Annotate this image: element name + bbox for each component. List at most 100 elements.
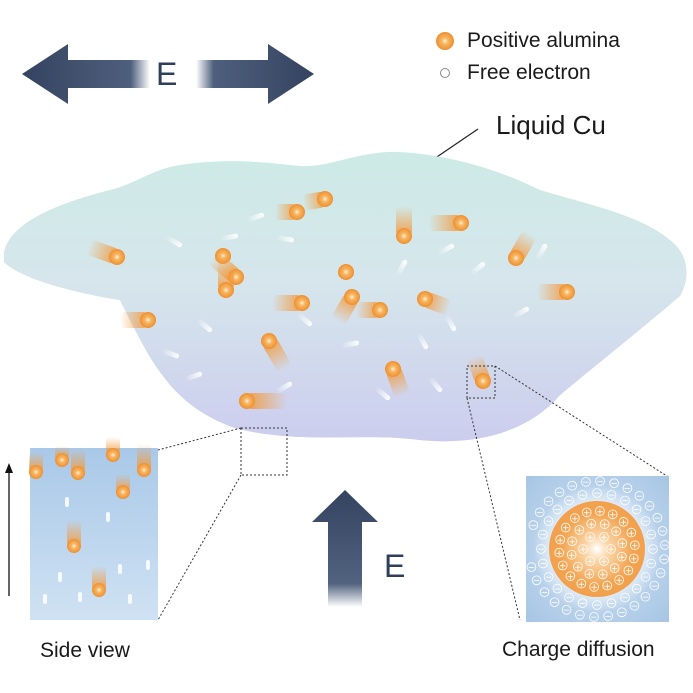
electron-streak [43,594,47,604]
positive-charge: + [626,527,637,539]
svg-text:−: − [647,531,655,541]
positive-charge: + [614,575,624,586]
alumina-particle [429,215,469,231]
negative-charge: − [552,583,563,595]
negative-charge: − [657,526,668,537]
svg-text:−: − [533,576,541,586]
svg-text:+: + [586,557,594,567]
alumina-particle [275,204,305,220]
electron-streak [197,318,213,333]
electron-streak [535,243,548,261]
svg-text:−: − [537,545,545,555]
svg-text:−: − [528,563,536,573]
svg-text:−: − [545,497,553,507]
svg-text:−: − [563,606,571,616]
positive-charge: + [570,513,580,524]
svg-text:−: − [633,506,641,516]
positive-charge: + [557,560,568,572]
positive-charge: + [602,580,613,592]
side-view-field-axis [5,463,13,596]
svg-text:−: − [608,491,616,501]
electric-field-up-arrow [312,490,378,607]
svg-text:−: − [545,517,553,527]
alumina-particle [218,262,234,298]
negative-charge: − [629,600,640,612]
alumina-particle [71,449,85,480]
electron-streak [276,235,295,243]
negative-charge: − [609,478,619,489]
central-alumina-particle [549,501,645,597]
positive-charge: + [623,565,634,577]
svg-text:+: + [609,511,617,521]
negative-charge: − [640,572,651,583]
electron-streak [428,377,443,393]
negative-charge: − [646,529,656,541]
positive-charge: + [581,507,592,519]
legend-electron-label: Free electron [467,61,591,84]
legend-electron-icon [440,68,450,78]
electron-streak [106,512,110,522]
svg-text:+: + [568,538,576,548]
negative-charge: − [567,480,577,492]
side-view-particles [29,437,151,604]
svg-text:−: − [633,585,641,595]
positive-charge: + [560,522,571,534]
positive-charge: + [584,569,595,580]
negative-charge: − [652,512,663,524]
svg-text:−: − [554,585,562,595]
svg-text:−: − [590,613,598,623]
positive-charge: + [607,509,618,521]
negative-charge: − [577,490,588,501]
negative-charge: − [631,504,642,516]
positive-charge: + [554,547,564,559]
charge-diffusion-caption: Charge diffusion [502,638,655,661]
svg-text:−: − [631,602,639,612]
zoom-region-side [240,427,288,476]
negative-charge: − [561,605,572,616]
positive-charge: + [565,571,576,582]
side-view-caption: Side view [40,639,130,662]
positive-charge: + [599,556,609,567]
alumina-particle [239,393,287,409]
svg-text:+: + [599,571,607,581]
svg-text:−: − [596,477,604,487]
negative-charge: − [543,496,554,507]
positive-charge: + [630,540,640,551]
positive-charge: + [574,525,585,536]
negative-charge: − [577,598,588,609]
svg-text:−: − [646,502,654,512]
positive-charge: + [618,517,629,528]
svg-text:+: + [620,518,628,528]
field-label-bottom: E [384,548,406,584]
svg-text:−: − [551,598,559,608]
negative-charge: − [543,572,554,583]
svg-text:+: + [578,580,586,590]
alumina-particles [87,191,575,409]
svg-text:−: − [651,582,659,592]
electron-streak [65,497,69,507]
svg-text:+: + [567,572,575,582]
svg-text:−: − [541,588,549,598]
positive-charge: + [611,526,621,538]
positive-charge: + [606,544,616,555]
alumina-particle [508,231,536,266]
svg-text:−: − [530,521,538,531]
svg-text:+: + [627,529,635,539]
alumina-particle [332,289,360,324]
electron-streak [184,371,203,382]
negative-charge: − [659,554,670,565]
side-view-panel [29,437,158,620]
svg-text:+: + [576,526,584,536]
svg-text:+: + [618,553,626,563]
svg-text:+: + [619,539,627,549]
alumina-particle [116,474,130,499]
svg-text:−: − [582,478,590,488]
electron-streak [341,340,360,348]
positive-charge: + [573,561,583,573]
alumina-particle [120,312,156,328]
free-electron-streaks [161,212,548,401]
svg-text:+: + [631,541,639,551]
alumina-particle [137,444,151,477]
svg-text:+: + [583,509,591,519]
svg-text:−: − [618,609,626,619]
